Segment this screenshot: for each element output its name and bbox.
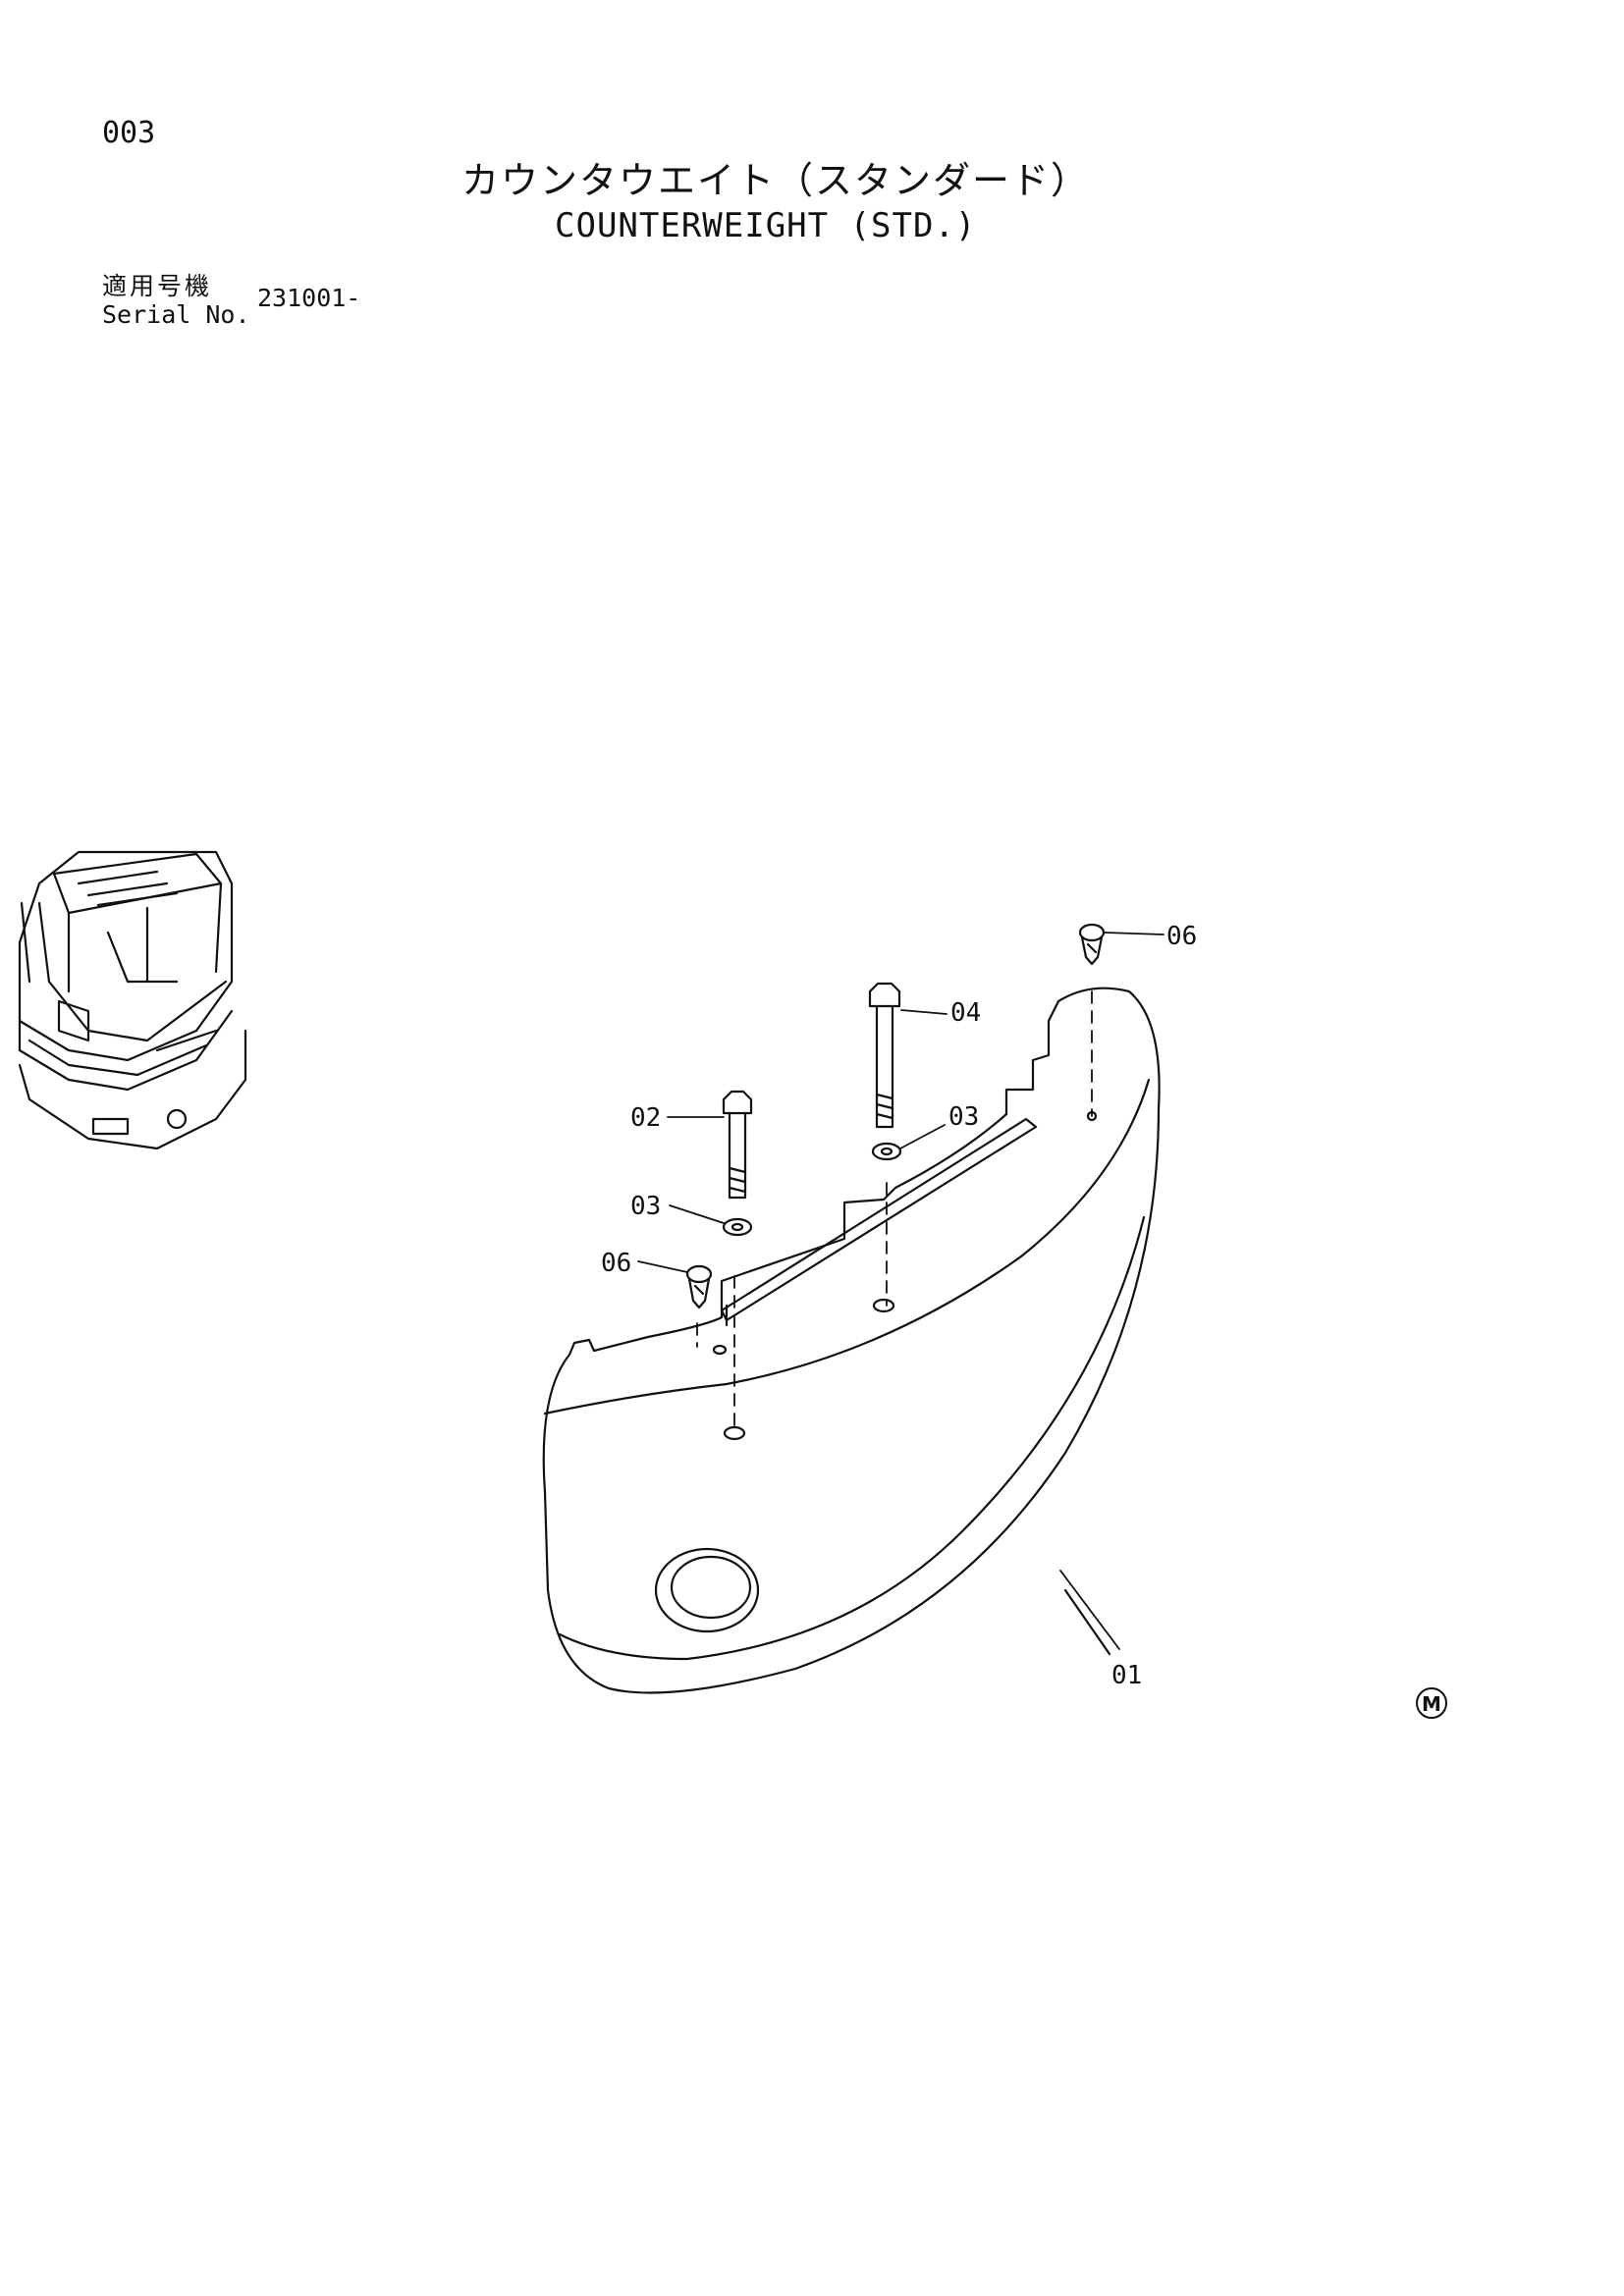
serial-label-japanese: 適用号機 bbox=[102, 272, 213, 300]
bolt-part-02 bbox=[722, 1090, 753, 1200]
counterweight-body bbox=[542, 987, 1161, 1694]
washer-part-03-left bbox=[722, 1217, 753, 1237]
callout-03-left: 03 bbox=[630, 1192, 661, 1221]
clip-part-06-left bbox=[685, 1264, 713, 1309]
excavator-overview-illustration bbox=[18, 850, 247, 1150]
callout-04: 04 bbox=[950, 998, 981, 1028]
page-title-japanese: カウンタウエイト（スタンダード） bbox=[461, 159, 1091, 202]
mark-symbol: M bbox=[1422, 1692, 1441, 1716]
serial-label-english: Serial No. bbox=[102, 300, 250, 329]
serial-number-value: 231001- bbox=[257, 284, 361, 312]
callout-02: 02 bbox=[630, 1103, 661, 1133]
bolt-part-04 bbox=[868, 982, 901, 1129]
page-number: 003 bbox=[102, 116, 156, 150]
callout-06-right: 06 bbox=[1166, 922, 1197, 951]
clip-part-06-right bbox=[1078, 923, 1106, 966]
callout-03-right: 03 bbox=[948, 1102, 979, 1132]
page-title-english: COUNTERWEIGHT (STD.) bbox=[555, 206, 977, 245]
callout-01: 01 bbox=[1111, 1661, 1142, 1690]
washer-part-03-right bbox=[871, 1142, 902, 1161]
callout-leader-lines bbox=[637, 932, 1164, 1650]
callout-06-left: 06 bbox=[601, 1249, 631, 1278]
circled-m-mark: M bbox=[1416, 1687, 1447, 1719]
assembly-guide-lines bbox=[696, 990, 1093, 1434]
